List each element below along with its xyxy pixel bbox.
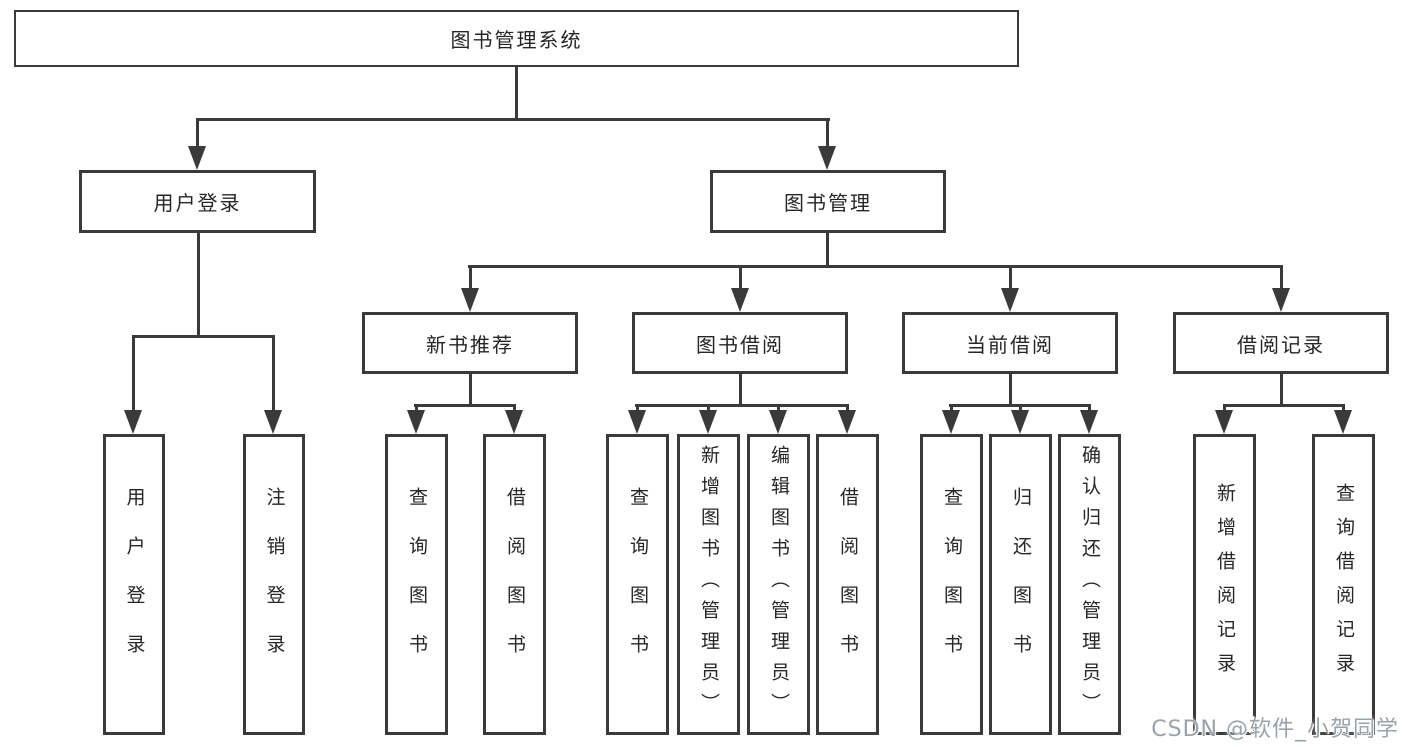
node-leaf-query-books-2: 查询图书 xyxy=(606,434,669,735)
connector-line xyxy=(196,118,199,150)
connector-line xyxy=(707,404,710,414)
node-user-login: 用户登录 xyxy=(79,170,316,233)
connector-line xyxy=(826,231,829,267)
arrow-down-icon xyxy=(188,146,206,170)
node-borrow-record: 借阅记录 xyxy=(1173,312,1389,374)
node-root: 图书管理系统 xyxy=(14,10,1019,67)
arrow-down-icon xyxy=(1011,410,1029,434)
connector-line xyxy=(777,404,780,414)
connector-line xyxy=(469,265,472,292)
connector-line xyxy=(739,265,742,292)
connector-line xyxy=(1088,404,1091,414)
connector-line xyxy=(469,372,472,406)
connector-line xyxy=(468,265,1283,268)
arrow-down-icon xyxy=(407,410,425,434)
connector-line xyxy=(1009,372,1012,406)
connector-line xyxy=(132,335,275,338)
connector-line xyxy=(1223,404,1345,407)
node-book-borrow: 图书借阅 xyxy=(632,312,848,374)
node-new-book-recommend: 新书推荐 xyxy=(362,312,578,374)
connector-line xyxy=(272,335,275,413)
node-leaf-query-borrow-record: 查询借阅记录 xyxy=(1312,434,1375,735)
connector-line xyxy=(739,372,742,406)
arrow-down-icon xyxy=(124,410,142,434)
node-leaf-logout: 注销登录 xyxy=(243,434,305,735)
arrow-down-icon xyxy=(942,410,960,434)
arrow-down-icon xyxy=(461,288,479,312)
connector-line xyxy=(636,404,639,414)
node-leaf-add-book-admin: 新增图书（管理员） xyxy=(677,434,740,735)
connector-line xyxy=(1280,372,1283,406)
connector-line xyxy=(846,404,849,414)
connector-line xyxy=(1019,404,1022,414)
connector-line xyxy=(1280,265,1283,292)
node-leaf-borrow-books-2: 借阅图书 xyxy=(816,434,879,735)
connector-line xyxy=(635,404,849,407)
connector-line xyxy=(1342,404,1345,414)
connector-line xyxy=(1009,265,1012,292)
connector-line xyxy=(197,231,200,337)
arrow-down-icon xyxy=(1334,410,1352,434)
connector-line xyxy=(515,66,518,121)
arrow-down-icon xyxy=(769,410,787,434)
arrow-down-icon xyxy=(1001,288,1019,312)
node-leaf-add-borrow-record: 新增借阅记录 xyxy=(1193,434,1256,735)
connector-line xyxy=(132,335,135,413)
node-leaf-query-books-1: 查询图书 xyxy=(385,434,448,735)
connector-line xyxy=(414,404,516,407)
arrow-down-icon xyxy=(699,410,717,434)
node-leaf-return-book: 归还图书 xyxy=(989,434,1052,735)
connector-line xyxy=(826,118,829,150)
arrow-down-icon xyxy=(731,288,749,312)
arrow-down-icon xyxy=(1272,288,1290,312)
node-leaf-edit-book-admin: 编辑图书（管理员） xyxy=(747,434,810,735)
connector-line xyxy=(196,118,830,121)
connector-line xyxy=(415,404,418,414)
arrow-down-icon xyxy=(838,410,856,434)
connector-line xyxy=(513,404,516,414)
arrow-down-icon xyxy=(818,146,836,170)
arrow-down-icon xyxy=(1080,410,1098,434)
connector-line xyxy=(950,404,953,414)
node-book-management: 图书管理 xyxy=(710,170,946,233)
node-current-borrow: 当前借阅 xyxy=(902,312,1118,374)
arrow-down-icon xyxy=(505,410,523,434)
node-leaf-confirm-return-admin: 确认归还（管理员） xyxy=(1058,434,1121,735)
arrow-down-icon xyxy=(628,410,646,434)
node-leaf-borrow-books-1: 借阅图书 xyxy=(483,434,546,735)
connector-line xyxy=(1223,404,1226,414)
csdn-watermark: CSDN @软件_小贺同学 xyxy=(1151,717,1399,742)
arrow-down-icon xyxy=(264,410,282,434)
node-leaf-query-books-3: 查询图书 xyxy=(920,434,983,735)
arrow-down-icon xyxy=(1215,410,1233,434)
node-leaf-user-login: 用户登录 xyxy=(103,434,165,735)
